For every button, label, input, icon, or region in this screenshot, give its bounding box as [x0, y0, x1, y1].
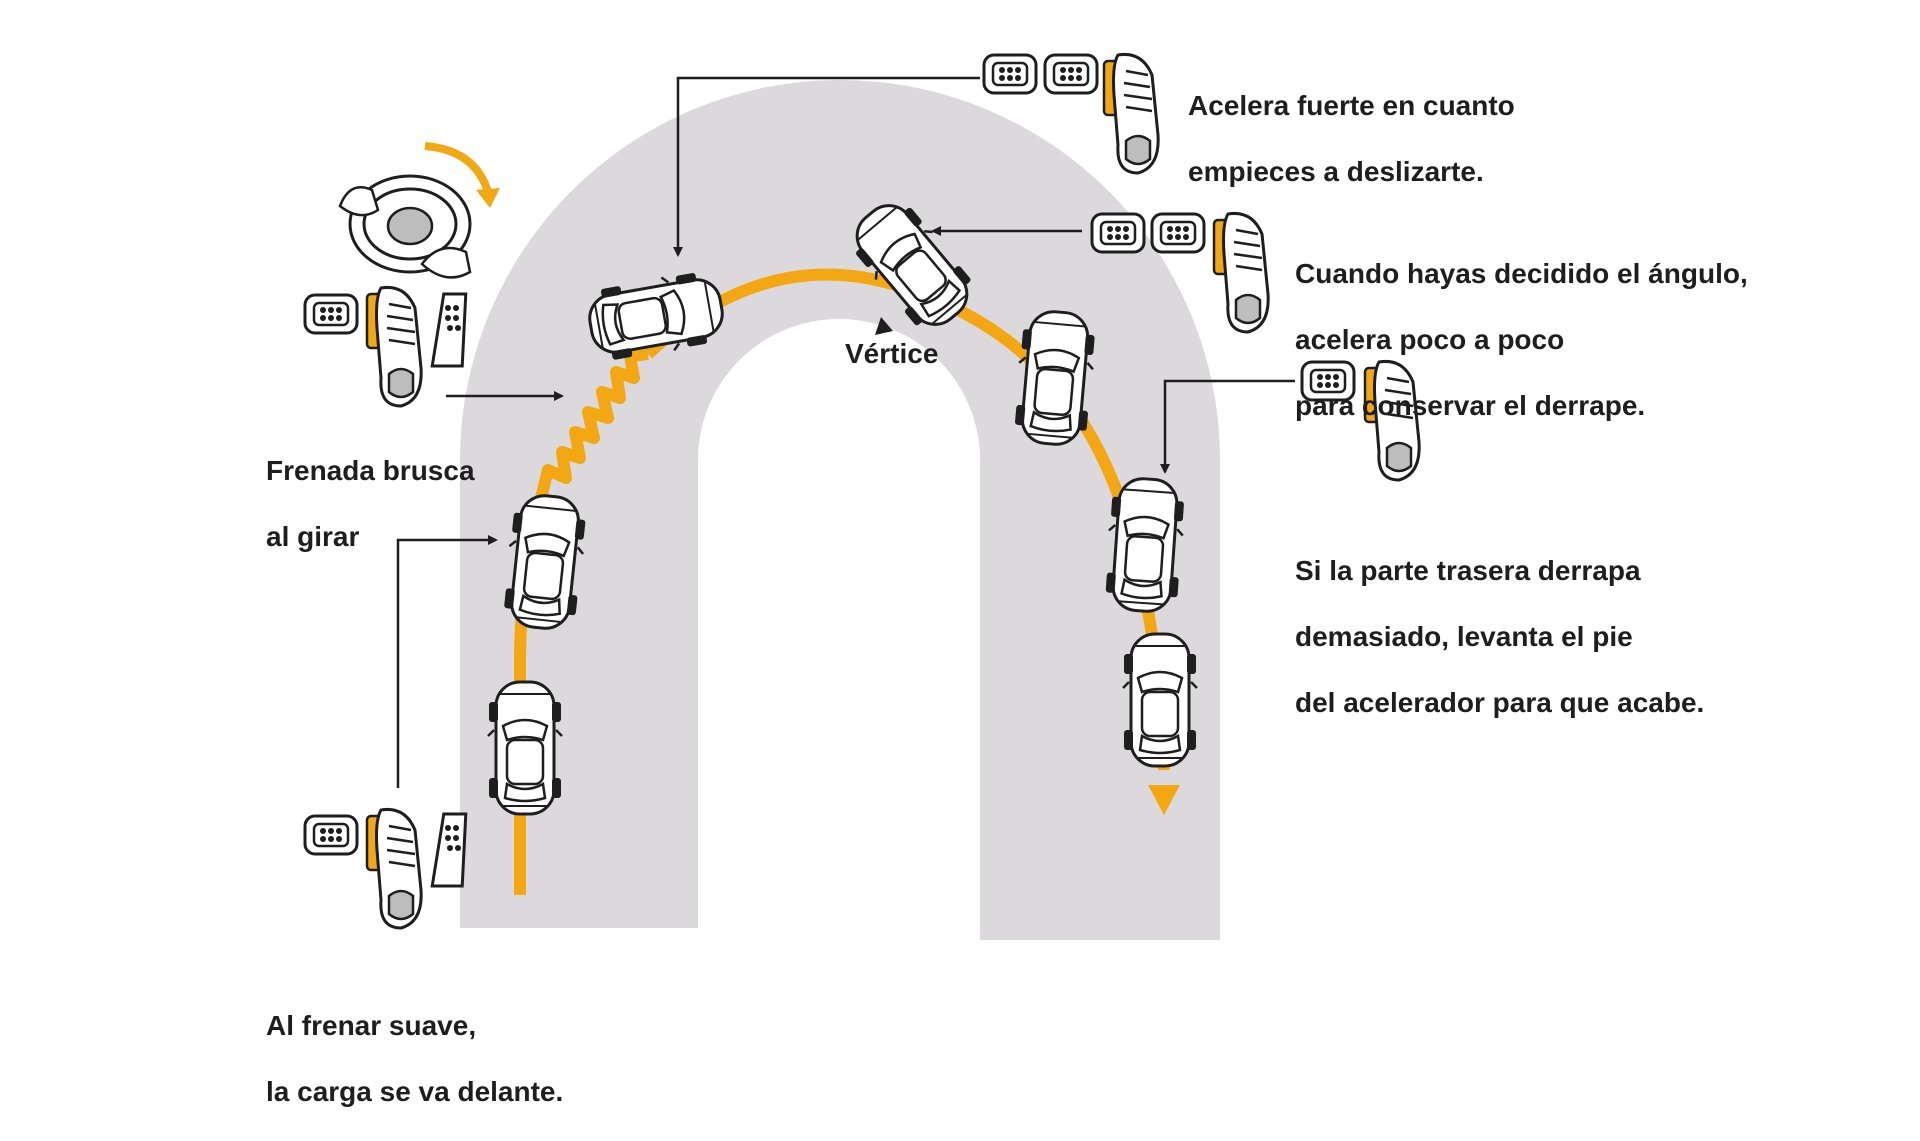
brake-pedal-icon	[1043, 53, 1099, 95]
driver-shoe-icon	[365, 285, 423, 408]
steering-wheel-turn-icon	[338, 142, 500, 279]
car-5	[1010, 307, 1100, 449]
callout-line-rear-drift	[1160, 379, 1295, 474]
callout-line-accelerate	[673, 76, 980, 257]
driver-shoe-icon	[1212, 211, 1270, 334]
label-apex: Vértice	[845, 338, 939, 369]
clutch-pedal-icon	[982, 53, 1038, 95]
car-6	[1101, 475, 1189, 615]
clutch-pedal-icon	[303, 293, 359, 335]
drift-technique-diagram	[303, 52, 1421, 940]
brake-pedal-icon	[430, 812, 472, 888]
path-arrow-icon	[1148, 785, 1180, 815]
car-1	[486, 680, 564, 816]
driver-shoe-icon	[1102, 52, 1160, 175]
icon-group-hard-brake	[303, 142, 500, 408]
driver-shoe-icon	[365, 807, 423, 930]
clutch-pedal-icon	[1090, 212, 1146, 254]
brake-pedal-icon	[430, 292, 472, 368]
label-rear-drift: Si la parte trasera derrapa demasiado, l…	[1295, 555, 1705, 718]
clutch-pedal-icon	[303, 814, 359, 856]
label-soft-brake: Al frenar suave, la carga se va delante.	[266, 1010, 564, 1107]
apex-pointer-icon	[875, 317, 893, 335]
icon-group-soft-brake	[303, 807, 472, 930]
label-angle-decided: Cuando hayas decidido el ángulo, acelera…	[1295, 258, 1748, 421]
car-7	[1121, 632, 1199, 768]
callout-line-soft-brake	[396, 535, 498, 788]
label-accelerate-hard: Acelera fuerte en cuanto empieces a desl…	[1188, 90, 1515, 187]
label-hard-brake: Frenada brusca al girar	[266, 455, 475, 552]
